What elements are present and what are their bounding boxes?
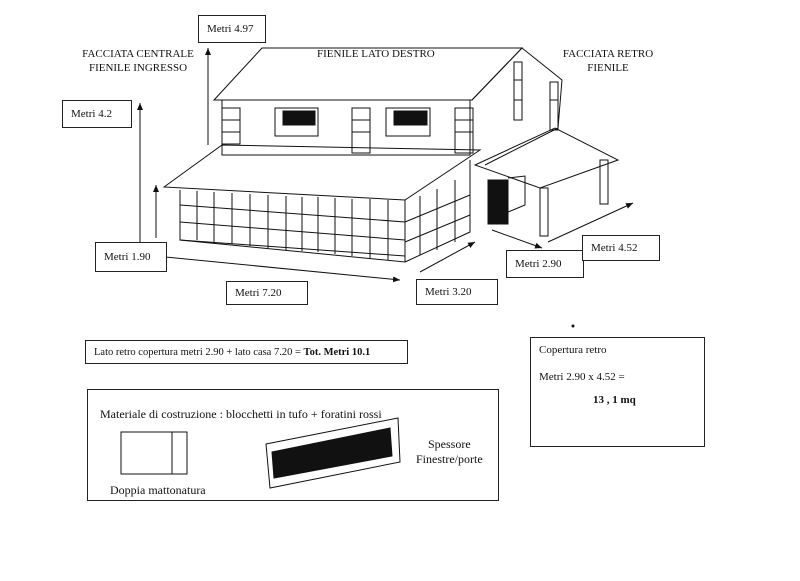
upper-windows [274, 107, 431, 137]
right-gable [471, 47, 563, 166]
label-fienile-ingresso: FIENILE INGRESSO [88, 62, 188, 74]
gable-blocks [513, 61, 559, 131]
label-fienile: FIENILE [587, 62, 629, 74]
measure-452: Metri 4.52 [582, 235, 660, 261]
spessore-label: Spessore [428, 437, 471, 451]
summary-total: Tot. Metri 10.1 [303, 346, 371, 358]
porch-roof [162, 144, 482, 201]
back-porch-roof [473, 127, 620, 189]
label-facciata-retro: FACCIATA RETRO [562, 48, 654, 60]
materials-box: Materiale di costruzione : blocchetti in… [87, 389, 499, 501]
lower-wall-blocks [179, 180, 471, 260]
back-post-1 [539, 187, 549, 237]
upper-corner-blocks [221, 107, 474, 154]
measure-290: Metri 2.90 [506, 250, 584, 278]
arrow-720 [144, 254, 401, 283]
measure-720: Metri 7.20 [226, 281, 308, 305]
measure-320: Metri 3.20 [416, 279, 498, 305]
label-facciata-centrale: FACCIATA CENTRALE [82, 48, 194, 60]
doppia-brick-rect [120, 431, 188, 475]
copertura-result: 13 , 1 mq [593, 394, 636, 406]
summary-box: Lato retro copertura metri 2.90 + lato c… [85, 340, 408, 364]
back-post-2 [599, 159, 609, 205]
wall-section [265, 417, 401, 489]
copertura-box: Copertura retro Metri 2.90 x 4.52 = 13 ,… [530, 337, 705, 447]
measure-190: Metri 1.90 [95, 242, 167, 272]
back-door [487, 179, 509, 225]
upper-wall [221, 99, 471, 156]
measure-497: Metri 4.97 [198, 15, 266, 43]
lower-side-wall [404, 160, 471, 263]
copertura-formula: Metri 2.90 x 4.52 = [539, 371, 625, 383]
finestre-label: Finestre/porte [416, 452, 483, 466]
arrow-320 [419, 241, 476, 273]
copertura-title: Copertura retro [539, 344, 607, 356]
summary-text: Lato retro copertura metri 2.90 + lato c… [94, 346, 301, 358]
arrow-290 [491, 229, 543, 249]
doppia-label: Doppia mattonatura [110, 483, 206, 497]
arrow-452 [547, 202, 634, 243]
label-fienile-lato-destro: FIENILE LATO DESTRO [317, 48, 435, 60]
measure-42: Metri 4.2 [62, 100, 132, 128]
lower-wall [179, 190, 406, 263]
materials-title: Materiale di costruzione : blocchetti in… [100, 407, 382, 421]
